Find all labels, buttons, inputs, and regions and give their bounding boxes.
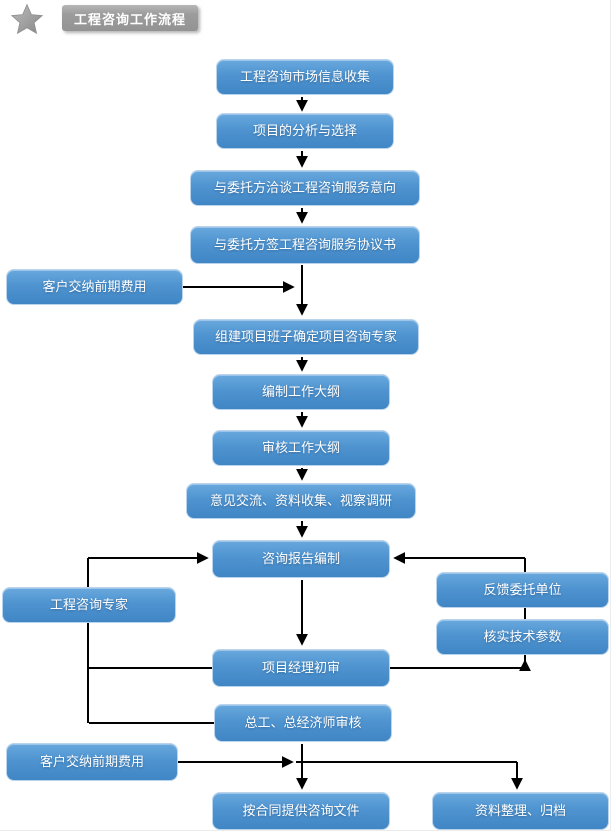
node-market-info-collection: 工程咨询市场信息收集 — [216, 59, 394, 95]
node-verify-technical-parameters: 核实技术参数 — [436, 619, 609, 655]
flow-title-badge: 工程咨询工作流程 — [62, 5, 198, 31]
node-client-pays-upfront-fee-2: 客户交纳前期费用 — [6, 743, 178, 781]
node-project-manager-initial-review: 项目经理初审 — [212, 649, 390, 687]
node-draft-work-outline: 编制工作大纲 — [212, 374, 390, 410]
node-feedback-to-client: 反馈委托单位 — [436, 572, 609, 608]
node-deliver-consulting-documents: 按合同提供咨询文件 — [212, 792, 390, 830]
node-sign-service-agreement: 与委托方签工程咨询服务协议书 — [190, 226, 420, 264]
node-project-analysis-selection: 项目的分析与选择 — [216, 113, 394, 149]
node-archive-materials: 资料整理、归档 — [432, 792, 609, 830]
node-form-project-team: 组建项目班子确定项目咨询专家 — [193, 319, 419, 355]
star-icon — [10, 3, 44, 35]
node-client-pays-upfront-fee-1: 客户交纳前期费用 — [6, 269, 183, 305]
node-negotiate-service-intent: 与委托方洽谈工程咨询服务意向 — [190, 170, 420, 206]
node-chief-engineer-review: 总工、总经济师审核 — [214, 704, 392, 742]
node-review-work-outline: 审核工作大纲 — [212, 430, 390, 466]
node-engineering-consulting-experts: 工程咨询专家 — [2, 587, 176, 623]
node-exchange-collect-inspect: 意见交流、资料收集、视察调研 — [186, 483, 416, 519]
node-consulting-report-preparation: 咨询报告编制 — [212, 540, 390, 578]
